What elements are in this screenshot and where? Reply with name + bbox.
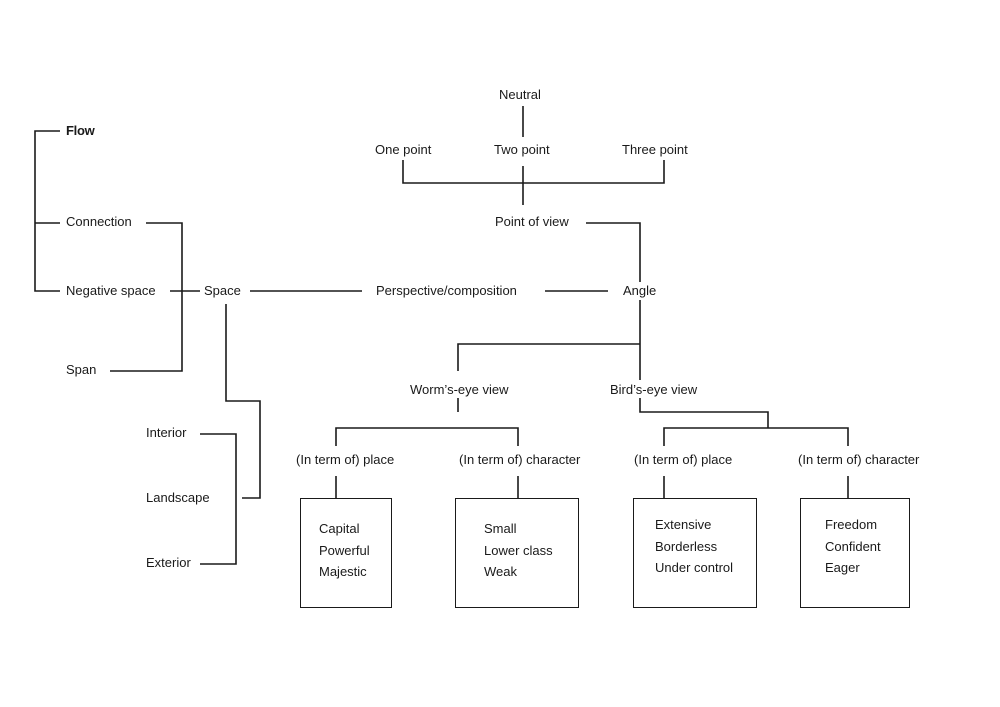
label-worm-place: (In term of) place <box>293 452 398 468</box>
box-bird-character: Freedom Confident Eager <box>800 498 910 608</box>
label-negative-space: Negative space <box>63 283 159 299</box>
label-flow: Flow <box>63 123 98 139</box>
box-item: Confident <box>825 538 881 554</box>
label-birds-eye-view: Bird’s-eye view <box>607 382 701 398</box>
label-point-of-view: Point of view <box>492 214 572 230</box>
label-angle: Angle <box>620 283 660 299</box>
box-item: Under control <box>655 560 734 575</box>
box-item: Weak <box>484 564 517 579</box>
box-worm-place: Capital Powerful Majestic <box>300 498 392 608</box>
label-bird-character: (In term of) character <box>795 452 923 468</box>
box-item: Freedom <box>825 517 878 532</box>
label-perspective-composition: Perspective/composition <box>373 283 520 299</box>
box-item: Lower class <box>484 542 553 558</box>
box-item: Powerful <box>319 542 370 558</box>
label-bird-place: (In term of) place <box>631 452 736 468</box>
box-worm-character: Small Lower class Weak <box>455 498 579 608</box>
label-landscape: Landscape <box>143 490 213 506</box>
label-three-point: Three point <box>619 142 691 158</box>
label-exterior: Exterior <box>143 555 194 571</box>
box-item: Small <box>484 521 517 536</box>
label-neutral: Neutral <box>496 87 544 103</box>
label-span: Span <box>63 362 100 378</box>
label-two-point: Two point <box>491 142 553 158</box>
label-space: Space <box>201 283 244 299</box>
box-item: Majestic <box>319 564 367 579</box>
box-item: Borderless <box>655 538 718 554</box>
box-item: Eager <box>825 560 860 575</box>
box-bird-place: Extensive Borderless Under control <box>633 498 757 608</box>
label-one-point: One point <box>372 142 435 158</box>
label-interior: Interior <box>143 425 190 441</box>
label-connection: Connection <box>63 214 135 230</box>
box-item: Capital <box>319 521 360 536</box>
label-worm-character: (In term of) character <box>456 452 584 468</box>
box-item: Extensive <box>655 517 712 532</box>
label-worms-eye-view: Worm’s-eye view <box>407 382 512 398</box>
